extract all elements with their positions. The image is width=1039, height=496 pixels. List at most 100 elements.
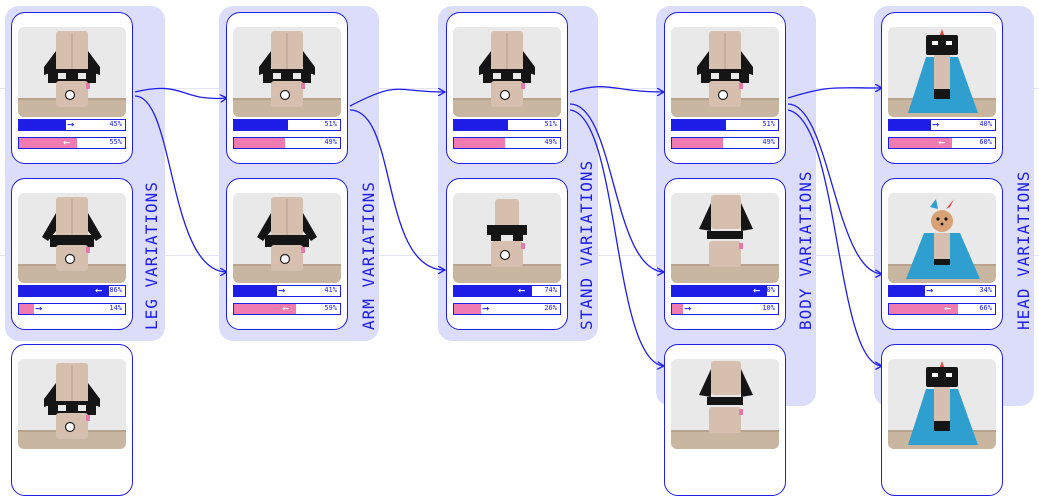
vote-bar-fill — [889, 286, 925, 296]
vote-bar-fill — [234, 120, 288, 130]
arrow-right-icon: → — [278, 283, 286, 297]
vote-bar-fill — [672, 286, 767, 296]
arrow-left-icon: ← — [63, 135, 71, 149]
robot-photo — [888, 359, 996, 449]
vote-bar-fill — [19, 138, 77, 148]
variation-card[interactable]: 40% → 60% ← — [881, 12, 1003, 164]
vote-percent-label: 45% — [109, 120, 122, 128]
connector-stand-to-body-mid — [569, 103, 664, 272]
vote-percent-label: 60% — [979, 138, 992, 146]
vote-bar: 51% — [671, 119, 779, 131]
connector-arrows — [134, 0, 1039, 389]
vote-percent-label: 49% — [324, 138, 337, 146]
connector-stand-to-body-top — [569, 86, 664, 92]
vote-percent-label: 51% — [324, 120, 337, 128]
robot-photo — [18, 27, 126, 117]
vote-bar: 86% ← — [18, 283, 126, 297]
arrow-right-icon: → — [684, 301, 692, 315]
vote-bar-fill — [454, 304, 481, 314]
variation-card[interactable]: 51% 49% — [446, 12, 568, 164]
connector-arm-to-stand-top — [349, 89, 445, 107]
variation-card[interactable] — [881, 344, 1003, 496]
vote-bar-fill — [672, 120, 726, 130]
robot-photo — [671, 27, 779, 117]
vote-bar-fill — [234, 138, 285, 148]
vote-bar: 59%← — [233, 301, 341, 315]
variation-card[interactable]: 51% 49% — [664, 12, 786, 164]
robot-photo — [18, 359, 126, 449]
variation-card[interactable]: 90%← 10% → — [664, 178, 786, 330]
vote-bar: 49% — [453, 137, 561, 149]
vote-bar: 90%← — [671, 284, 779, 297]
vote-percent-label: 40% — [979, 120, 992, 128]
vote-percent-label: 51% — [544, 120, 557, 128]
variation-card[interactable]: 51% 49% — [226, 12, 348, 164]
vote-bar-fill — [889, 138, 952, 148]
vote-bar: 14% → — [18, 301, 126, 315]
vote-bar: 51% — [233, 119, 341, 131]
vote-percent-label: 90% — [762, 286, 775, 294]
vote-percent-label: 10% — [762, 304, 775, 312]
vote-bar-fill — [454, 120, 508, 130]
arrow-right-icon: → — [926, 283, 934, 297]
variation-card[interactable]: 34% → 66% ← — [881, 178, 1003, 330]
connector-arm-to-stand-bottom — [349, 109, 445, 270]
arrow-left-icon: ← — [938, 135, 946, 149]
vote-percent-label: 74% — [544, 286, 557, 294]
vote-bar: 66% ← — [888, 301, 996, 315]
arrow-left-icon: ← — [944, 301, 952, 315]
vote-percent-label: 51% — [762, 120, 775, 128]
variation-card[interactable]: 86% ← 14% → — [11, 178, 133, 330]
vote-bar-fill — [19, 120, 66, 130]
vote-bar-fill — [454, 286, 532, 296]
variation-card[interactable] — [664, 344, 786, 496]
connector-body-to-head-top — [787, 88, 882, 99]
vote-bar: 74%← — [453, 284, 561, 297]
vote-percent-label: 86% — [109, 286, 122, 294]
variation-card[interactable]: 45% → 55% ← — [11, 12, 133, 164]
robot-photo — [671, 193, 779, 283]
vote-bar: 49% — [671, 137, 779, 149]
connector-stand-to-body-bottom — [569, 109, 664, 366]
robot-photo — [671, 359, 779, 449]
vote-bar-fill — [672, 138, 723, 148]
robot-photo — [453, 27, 561, 117]
connector-leg-to-arm-bottom — [134, 95, 227, 272]
variation-card[interactable] — [11, 344, 133, 496]
vote-percent-label: 49% — [544, 138, 557, 146]
vote-bar: 60% ← — [888, 135, 996, 149]
variation-card[interactable]: 41% → 59%← — [226, 178, 348, 330]
arrow-right-icon: → — [932, 117, 940, 131]
vote-bar: 41% → — [233, 283, 341, 297]
robot-photo — [18, 193, 126, 283]
vote-bar: 51% — [453, 119, 561, 131]
vote-bar: 40% → — [888, 117, 996, 131]
vote-bar: 45% → — [18, 117, 126, 131]
robot-photo — [888, 27, 996, 117]
variation-card[interactable]: 74%← 26% → — [446, 178, 568, 330]
vote-percent-label: 49% — [762, 138, 775, 146]
vote-percent-label: 55% — [109, 138, 122, 146]
vote-percent-label: 26% — [544, 304, 557, 312]
vote-bar-fill — [234, 304, 296, 314]
arrow-left-icon: ← — [282, 301, 290, 315]
connector-leg-to-arm-top — [134, 87, 227, 98]
vote-percent-label: 34% — [979, 286, 992, 294]
vote-bar-fill — [454, 138, 505, 148]
vote-percent-label: 41% — [324, 286, 337, 294]
arrow-right-icon: → — [67, 117, 75, 131]
vote-bar: 49% — [233, 137, 341, 149]
vote-percent-label: 66% — [979, 304, 992, 312]
arrow-right-icon: → — [482, 301, 490, 315]
vote-bar-fill — [889, 304, 958, 314]
arrow-right-icon: → — [35, 301, 43, 315]
vote-bar-fill — [19, 304, 34, 314]
vote-bar: 34% → — [888, 283, 996, 297]
vote-bar: 26% → — [453, 301, 561, 315]
vote-bar-fill — [19, 286, 109, 296]
connector-body-to-head-bottom — [787, 109, 882, 366]
vote-bar: 10% → — [671, 301, 779, 315]
arrow-left-icon: ← — [95, 283, 103, 297]
vote-bar-fill — [672, 304, 683, 314]
vote-percent-label: 14% — [109, 304, 122, 312]
